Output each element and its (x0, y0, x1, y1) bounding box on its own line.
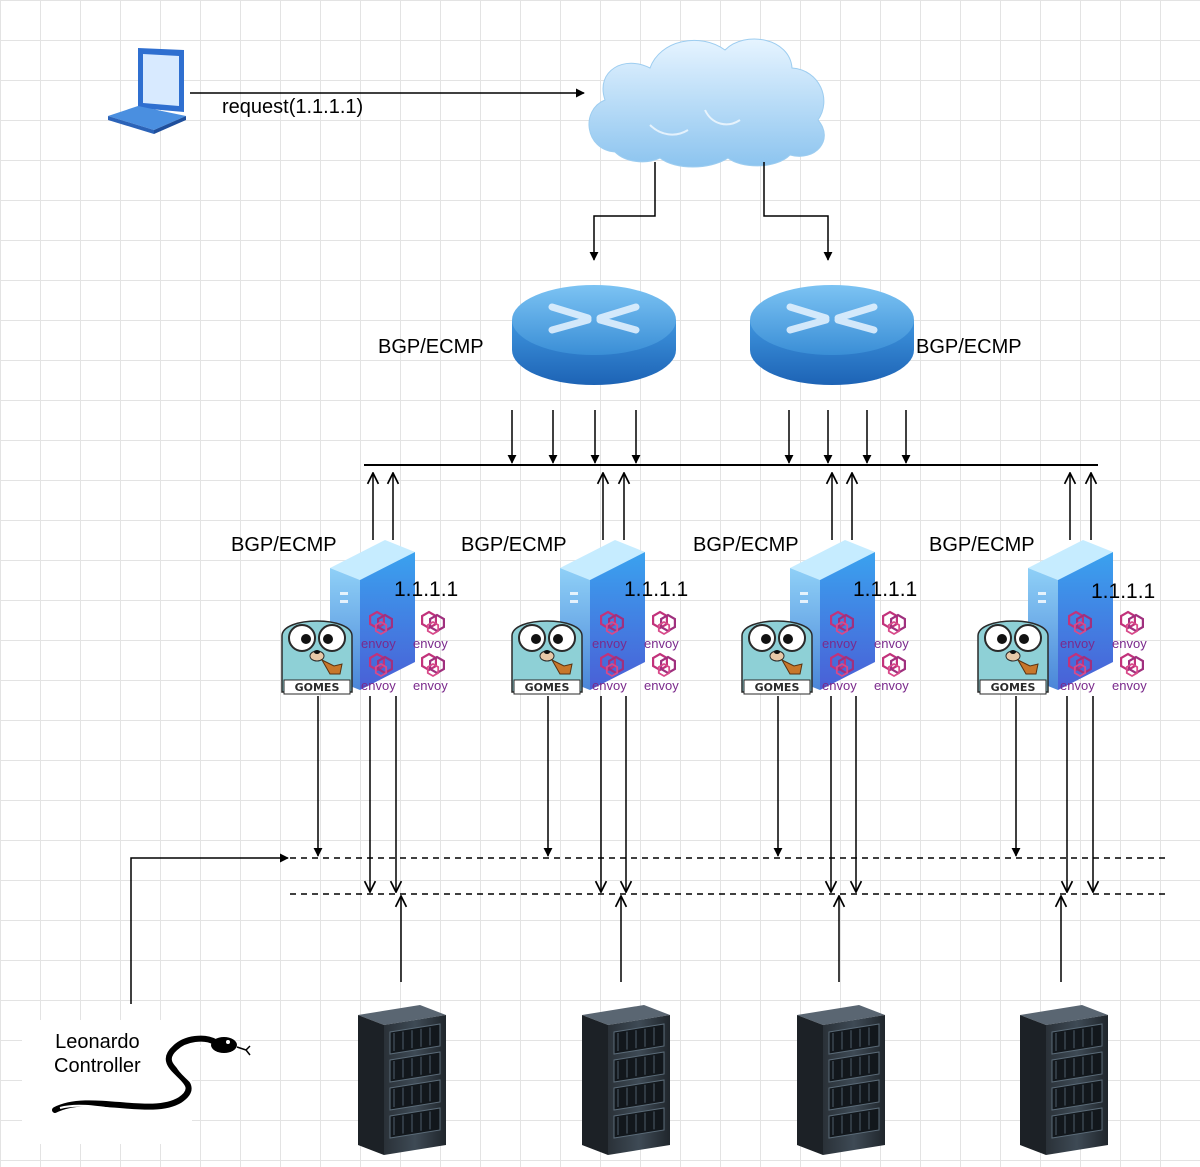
envoy-label: envoy (822, 636, 857, 651)
node-1: GOMES envoy envoy envoy envoy (281, 540, 448, 695)
controller-label-line1: Leonardo (55, 1031, 140, 1053)
envoy-label: envoy (1060, 678, 1095, 693)
envoy-logo-icon: envoy (822, 610, 857, 651)
rack-server-icon (358, 1005, 446, 1155)
envoy-label: envoy (644, 678, 679, 693)
router-1-label: BGP/ECMP (378, 336, 484, 358)
rack-server-icon (797, 1005, 885, 1155)
envoy-label: envoy (413, 636, 448, 651)
gopher-icon: GOMES (977, 620, 1049, 695)
envoy-label: envoy (822, 678, 857, 693)
gomes-label: GOMES (525, 681, 570, 694)
envoy-label: envoy (1060, 636, 1095, 651)
envoy-logo-icon: envoy (592, 610, 627, 651)
backend-uplink-arrows (401, 896, 1061, 982)
node-1-bgp-label: BGP/ECMP (231, 534, 337, 556)
router-icon (512, 285, 676, 385)
gomes-label: GOMES (991, 681, 1036, 694)
envoy-label: envoy (644, 636, 679, 651)
envoy-logo-icon: envoy (1060, 610, 1095, 651)
controller-label: Leonardo Controller (54, 1030, 141, 1078)
node-4-bgp-label: BGP/ECMP (929, 534, 1035, 556)
envoy-logo-icon: envoy (413, 610, 448, 651)
router-2-label: BGP/ECMP (916, 336, 1022, 358)
envoy-logo-icon: envoy (822, 652, 857, 693)
router-icon (750, 285, 914, 385)
node-2-bgp-label: BGP/ECMP (461, 534, 567, 556)
envoy-label: envoy (592, 678, 627, 693)
envoy-logo-icon: envoy (361, 652, 396, 693)
node-uplink-arrows (373, 473, 1091, 540)
envoy-label: envoy (1112, 678, 1147, 693)
envoy-logo-icon: envoy (874, 610, 909, 651)
node-2: GOMES envoy envoy envoy envoy (511, 540, 679, 695)
router-downlink-arrows (507, 410, 911, 464)
controller-link-line (130, 853, 289, 1004)
cloud-to-router-1-line (589, 162, 656, 261)
node-1-ip-label: 1.1.1.1 (394, 578, 459, 601)
envoy-logo-icon: envoy (644, 652, 679, 693)
node-2-ip-label: 1.1.1.1 (624, 578, 689, 601)
cloud-to-router-2-line (763, 162, 833, 261)
envoy-logo-icon: envoy (592, 652, 627, 693)
gopher-icon: GOMES (741, 620, 813, 695)
envoy-logo-icon: envoy (874, 652, 909, 693)
envoy-logo-icon: envoy (361, 610, 396, 651)
snake-icon (22, 1020, 251, 1144)
gopher-icon: GOMES (511, 620, 583, 695)
envoy-logo-icon: envoy (1112, 652, 1147, 693)
envoy-label: envoy (361, 678, 396, 693)
envoy-label: envoy (361, 636, 396, 651)
controller-label-line2: Controller (54, 1055, 141, 1077)
node-3-bgp-label: BGP/ECMP (693, 534, 799, 556)
envoy-logo-icon: envoy (413, 652, 448, 693)
gomes-label: GOMES (755, 681, 800, 694)
envoy-logo-icon: envoy (1060, 652, 1095, 693)
node-3-ip-label: 1.1.1.1 (853, 578, 918, 601)
gomes-label: GOMES (295, 681, 340, 694)
envoy-label: envoy (413, 678, 448, 693)
node-4: GOMES envoy envoy envoy envoy (977, 540, 1147, 695)
rack-server-icon (582, 1005, 670, 1155)
gopher-icon: GOMES (281, 620, 353, 695)
envoy-logo-icon: envoy (644, 610, 679, 651)
node-3: GOMES envoy envoy envoy envoy (741, 540, 909, 695)
node-downlink-arrows (313, 696, 1093, 892)
request-label: request(1.1.1.1) (222, 96, 364, 118)
envoy-label: envoy (874, 636, 909, 651)
envoy-label: envoy (592, 636, 627, 651)
rack-server-icon (1020, 1005, 1108, 1155)
envoy-label: envoy (874, 678, 909, 693)
envoy-label: envoy (1112, 636, 1147, 651)
cloud-icon (588, 38, 825, 168)
laptop-icon (108, 48, 186, 134)
envoy-logo-icon: envoy (1112, 610, 1147, 651)
node-4-ip-label: 1.1.1.1 (1091, 580, 1156, 603)
